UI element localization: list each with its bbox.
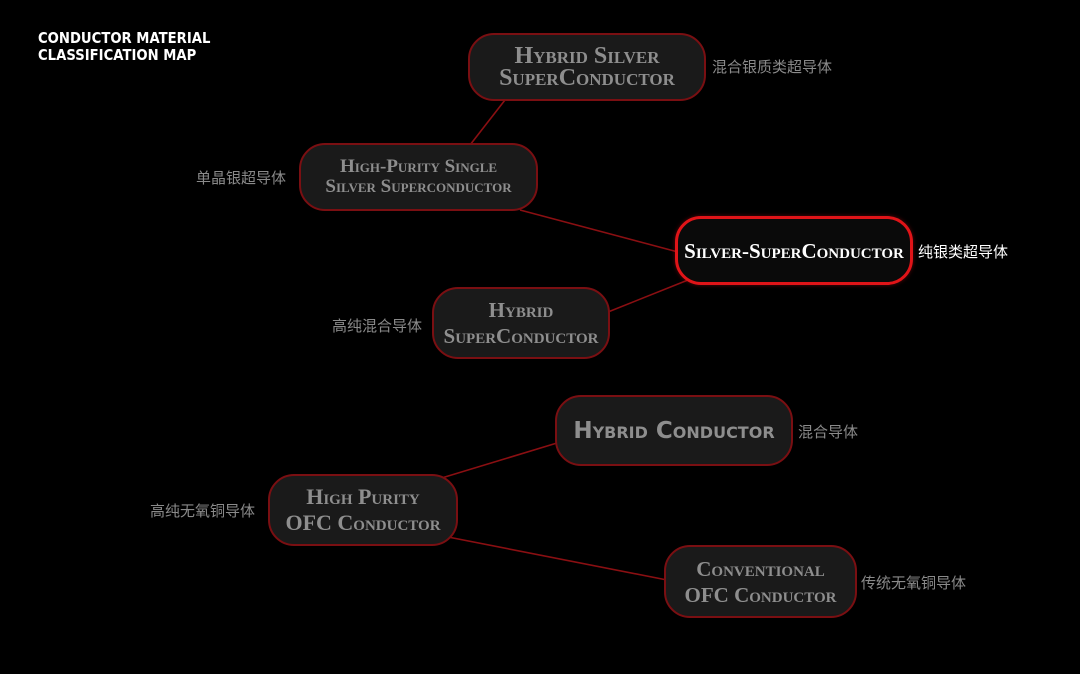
node-cn-label: 高纯无氧铜导体 xyxy=(150,502,256,520)
node-label-line: SuperConductor xyxy=(443,324,599,348)
map-title: Conductor Material Classification Map xyxy=(38,30,210,64)
node-label-line: High Purity xyxy=(306,484,420,509)
link-ofc-to-conventional xyxy=(447,536,668,581)
node-label-line: Hybrid xyxy=(488,298,554,322)
node-label-line: Silver Superconductor xyxy=(325,176,512,197)
node-label-line: High-Purity Single xyxy=(339,156,498,177)
link-single-to-root xyxy=(519,209,679,253)
node-label-line: Hybrid Silver xyxy=(514,43,660,69)
node-cn-label: 混合导体 xyxy=(798,423,859,441)
node-hybrid-conductor[interactable]: Hybrid Conductor xyxy=(555,395,793,466)
node-label-line: Conventional xyxy=(696,556,825,581)
node-high-purity-single-silver[interactable]: High-Purity Single Silver Superconductor xyxy=(299,143,538,211)
node-conventional-ofc-conductor[interactable]: Conventional OFC Conductor xyxy=(664,545,857,618)
link-hybrid-silver-to-single xyxy=(469,99,506,146)
node-label-line: OFC Conductor xyxy=(684,582,837,607)
map-title-line-1: Conductor Material xyxy=(38,29,211,47)
node-label-line: Silver-SuperConductor xyxy=(684,238,904,263)
node-label-line: OFC Conductor xyxy=(285,510,441,535)
node-high-purity-ofc-conductor[interactable]: High Purity OFC Conductor xyxy=(268,474,458,546)
link-ofc-to-hybrid-conductor xyxy=(434,442,558,481)
node-hybrid-superconductor[interactable]: Hybrid SuperConductor xyxy=(432,287,610,359)
node-cn-label: 高纯混合导体 xyxy=(332,317,423,335)
node-cn-label: 混合银质类超导体 xyxy=(712,58,833,76)
node-hybrid-silver-superconductor[interactable]: Hybrid Silver SuperConductor xyxy=(468,33,706,101)
node-cn-label: 单晶银超导体 xyxy=(196,169,287,187)
node-cn-label: 传统无氧铜导体 xyxy=(861,574,967,592)
node-cn-label: 纯银类超导体 xyxy=(918,243,1009,261)
node-label-line: Hybrid Conductor xyxy=(573,417,775,444)
link-root-to-hybrid-super xyxy=(607,279,689,313)
node-silver-superconductor-root[interactable]: Silver-SuperConductor xyxy=(675,216,913,285)
node-label-line: SuperConductor xyxy=(499,65,675,91)
map-title-line-2: Classification Map xyxy=(38,46,197,64)
